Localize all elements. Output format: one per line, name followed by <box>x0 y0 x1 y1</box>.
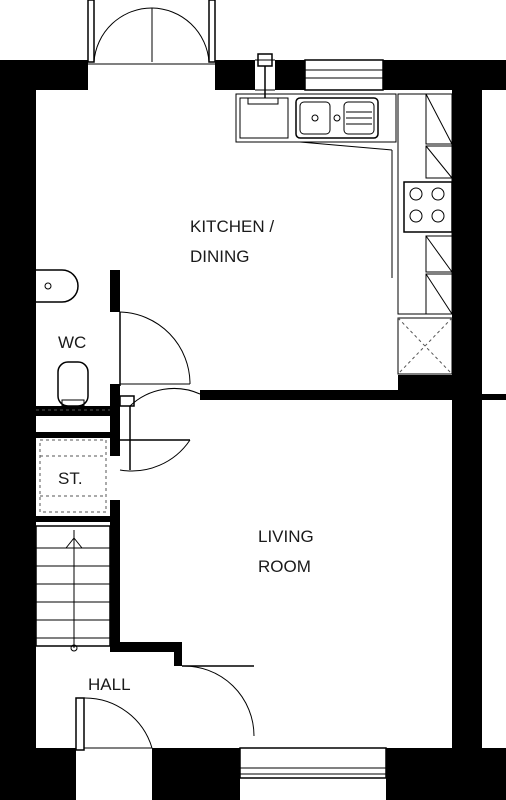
bottom-window <box>239 747 387 779</box>
front-door <box>75 697 153 751</box>
kitchen-label-line2: DINING <box>190 247 250 266</box>
store-shelves <box>39 439 107 513</box>
top-window <box>304 59 384 91</box>
staircase <box>35 525 111 652</box>
interior-walls <box>36 270 506 666</box>
kitchen-units <box>235 53 453 375</box>
hall-label: HALL <box>88 675 131 694</box>
hall-door <box>181 665 255 737</box>
living-door <box>119 388 201 470</box>
wc-door <box>119 311 191 386</box>
wc-basin <box>36 269 79 303</box>
kitchen-label-line1: KITCHEN / <box>190 217 274 236</box>
outer-walls <box>0 60 506 800</box>
wc-toilet <box>57 361 89 407</box>
wc-label: WC <box>58 333 86 352</box>
store-door <box>119 439 191 472</box>
living-label-line2: ROOM <box>258 557 311 576</box>
store-label: ST. <box>58 469 83 488</box>
living-label-line1: LIVING <box>258 527 314 546</box>
french-doors <box>87 0 216 65</box>
